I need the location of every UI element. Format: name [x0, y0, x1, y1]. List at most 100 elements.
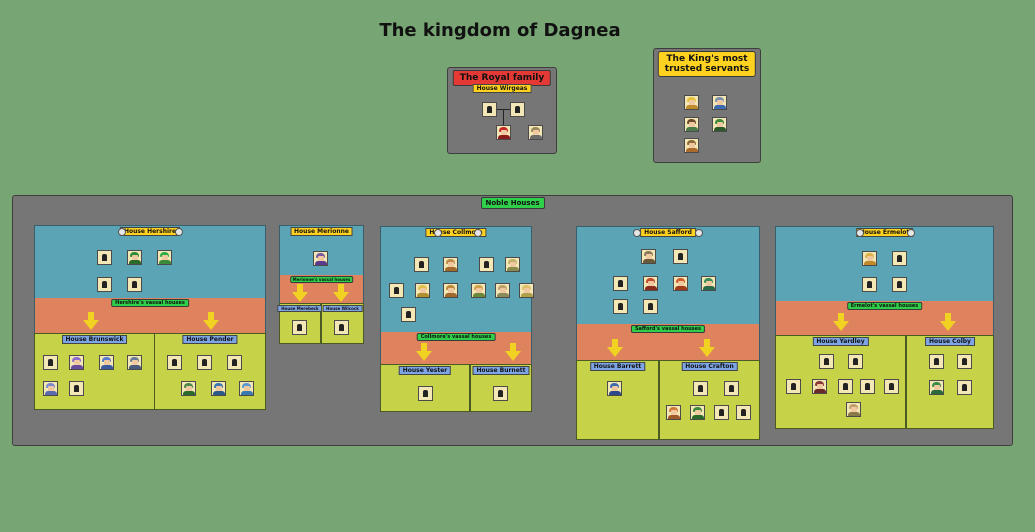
ermelot-vassal-header: Ermelot's vassal houses: [775, 301, 994, 335]
ermelot-lord-section: House Ermelot: [775, 226, 994, 303]
portrait-icon: [812, 379, 827, 394]
collmore-lord-section: House Collmore: [380, 226, 534, 334]
silhouette-icon: [43, 355, 58, 370]
silhouette-icon: [197, 355, 212, 370]
burnett-section: House Burnett: [470, 364, 532, 412]
house-safford-label: House Safford: [640, 228, 696, 237]
portrait-icon: [641, 249, 656, 264]
page-title: The kingdom of Dagnea: [379, 20, 621, 41]
kings-servants-label-line2: trusted servants: [664, 64, 750, 74]
kings-servants-label: The King's most trusted servants: [657, 51, 757, 77]
house-merionne-label: House Merionne: [290, 227, 353, 236]
silhouette-icon: [884, 379, 899, 394]
crest-icon: [175, 228, 183, 236]
descent-line: [503, 110, 504, 126]
crafton-section: House Crafton: [659, 360, 760, 440]
silhouette-icon: [929, 354, 944, 369]
down-arrow-icon: [699, 339, 715, 357]
safford-vassal-label: Safford's vassal houses: [630, 325, 706, 333]
silhouette-icon: [673, 249, 688, 264]
house-barrett-label: House Barrett: [589, 362, 646, 371]
safford-lord-section: House Safford: [576, 226, 760, 326]
portrait-icon: [712, 95, 727, 110]
crest-icon: [118, 228, 126, 236]
silhouette-icon: [714, 405, 729, 420]
portrait-icon: [862, 251, 877, 266]
ermelot-vassal-label: Ermelot's vassal houses: [846, 302, 923, 310]
portrait-icon: [313, 251, 328, 266]
portrait-icon: [690, 405, 705, 420]
down-arrow-icon: [940, 313, 956, 331]
house-collmore-label: House Collmore: [425, 228, 487, 237]
portrait-icon: [701, 276, 716, 291]
portrait-icon: [684, 117, 699, 132]
pender-section: House Pender: [154, 333, 266, 410]
silhouette-icon: [510, 102, 525, 117]
portrait-icon: [519, 283, 534, 298]
down-arrow-icon: [833, 313, 849, 331]
house-hershire-label: House Hershire: [119, 227, 181, 236]
silhouette-icon: [292, 320, 307, 335]
yardley-section: House Yardley: [775, 335, 906, 429]
silhouette-icon: [786, 379, 801, 394]
hershire-lord-section: House Hershire: [34, 225, 266, 300]
silhouette-icon: [838, 379, 853, 394]
silhouette-icon: [482, 102, 497, 117]
barrett-section: House Barrett: [576, 360, 659, 440]
silhouette-icon: [479, 257, 494, 272]
portrait-icon: [666, 405, 681, 420]
silhouette-icon: [493, 386, 508, 401]
portrait-icon: [211, 381, 226, 396]
portrait-icon: [607, 381, 622, 396]
silhouette-icon: [957, 354, 972, 369]
portrait-icon: [684, 138, 699, 153]
house-wilcock-label: House Wilcock: [322, 305, 363, 312]
silhouette-icon: [860, 379, 875, 394]
down-arrow-icon: [416, 343, 432, 361]
silhouette-icon: [862, 277, 877, 292]
silhouette-icon: [643, 299, 658, 314]
kings-servants-panel: The King's most trusted servants: [653, 48, 761, 163]
portrait-icon: [43, 381, 58, 396]
portrait-icon: [157, 250, 172, 265]
portrait-icon: [239, 381, 254, 396]
portrait-icon: [528, 125, 543, 140]
house-yardley-label: House Yardley: [812, 337, 869, 346]
portrait-icon: [181, 381, 196, 396]
brunswick-section: House Brunswick: [34, 333, 155, 410]
merebeck-section: House Merebeck: [277, 303, 323, 344]
silhouette-icon: [97, 277, 112, 292]
portrait-icon: [443, 283, 458, 298]
portrait-icon: [712, 117, 727, 132]
house-pender-label: House Pender: [182, 335, 238, 344]
portrait-icon: [69, 355, 84, 370]
portrait-icon: [505, 257, 520, 272]
crest-icon: [474, 229, 482, 237]
wilcock-section: House Wilcock: [321, 303, 364, 344]
hershire-vassal-header: Hershire's vassal houses: [34, 298, 266, 333]
silhouette-icon: [892, 277, 907, 292]
house-wirgeas-label: House Wirgeas: [472, 84, 532, 93]
silhouette-icon: [693, 381, 708, 396]
down-arrow-icon: [333, 284, 349, 302]
merionne-vassal-header: Merionne's vassal houses: [279, 275, 364, 303]
portrait-icon: [643, 276, 658, 291]
down-arrow-icon: [203, 312, 219, 330]
down-arrow-icon: [607, 339, 623, 357]
silhouette-icon: [227, 355, 242, 370]
silhouette-icon: [334, 320, 349, 335]
silhouette-icon: [418, 386, 433, 401]
portrait-icon: [127, 355, 142, 370]
silhouette-icon: [957, 380, 972, 395]
silhouette-icon: [736, 405, 751, 420]
silhouette-icon: [613, 299, 628, 314]
portrait-icon: [496, 125, 511, 140]
silhouette-icon: [167, 355, 182, 370]
silhouette-icon: [414, 257, 429, 272]
silhouette-icon: [848, 354, 863, 369]
portrait-icon: [495, 283, 510, 298]
silhouette-icon: [613, 276, 628, 291]
house-crafton-label: House Crafton: [681, 362, 738, 371]
house-burnett-label: House Burnett: [472, 366, 530, 375]
crest-icon: [695, 229, 703, 237]
